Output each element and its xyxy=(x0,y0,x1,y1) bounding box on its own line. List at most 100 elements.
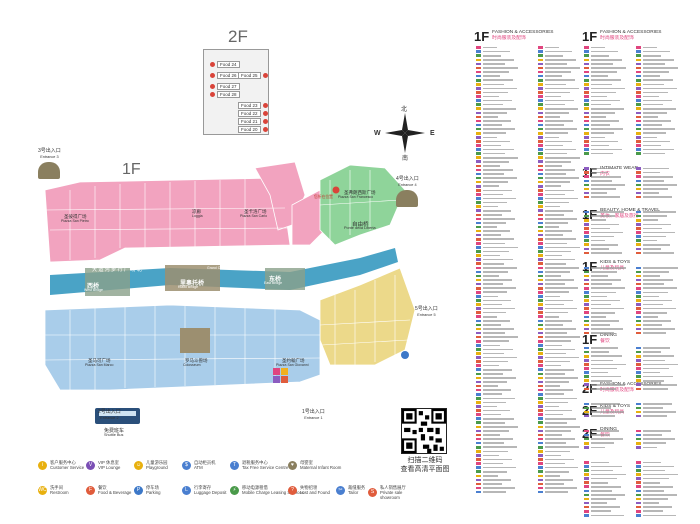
directory-row xyxy=(584,282,664,286)
food-unit[interactable]: Food 21 xyxy=(238,117,268,125)
directory-row xyxy=(538,83,618,86)
directory-row xyxy=(538,339,618,343)
directory-row xyxy=(538,274,618,278)
directory-row xyxy=(476,331,556,335)
directory-row xyxy=(636,58,700,62)
directory-row xyxy=(538,445,618,449)
entrance-4[interactable]: 4号出入口 Entrance 4 xyxy=(396,176,419,207)
floor-2f-inset[interactable]: Food 24 Food 26 Food 27 Food 28 Food 25 … xyxy=(203,49,269,135)
grand-canal xyxy=(50,248,398,295)
directory-row xyxy=(636,91,700,94)
food-unit[interactable]: Food 25 xyxy=(238,71,268,79)
directory-row xyxy=(584,127,664,131)
entrance-3[interactable]: 3号出入口 Entrance 3 xyxy=(38,148,61,179)
food-unit[interactable]: Food 26 xyxy=(210,71,240,79)
directory-row xyxy=(538,58,618,62)
directory-row xyxy=(538,180,618,184)
directory-row xyxy=(538,478,618,482)
directory-row xyxy=(636,286,700,290)
compass-west: W xyxy=(374,130,381,137)
directory-row xyxy=(476,429,556,433)
food-icon xyxy=(210,91,215,97)
directory-row xyxy=(584,214,664,218)
directory-row xyxy=(584,74,664,78)
directory-row xyxy=(584,111,664,115)
label-canal-south: 大 运 河 步 行 广 场 南 xyxy=(92,298,142,304)
directory-row xyxy=(636,481,700,484)
directory-row xyxy=(538,425,618,429)
directory-row xyxy=(584,497,664,501)
directory-row xyxy=(584,131,664,135)
directory-row xyxy=(636,383,700,387)
directory-row xyxy=(584,191,664,195)
directory-row xyxy=(476,123,556,127)
directory-row xyxy=(584,91,664,94)
food-unit[interactable]: Food 27 xyxy=(210,82,240,90)
directory-row xyxy=(636,115,700,119)
directory-row xyxy=(476,156,556,159)
directory-row xyxy=(584,140,664,143)
directory-row xyxy=(538,168,618,172)
directory-row xyxy=(584,54,664,58)
directory-row xyxy=(476,409,556,412)
west-bridge[interactable] xyxy=(85,268,130,296)
directory-row xyxy=(584,278,664,282)
directory-row xyxy=(584,327,664,331)
food-unit[interactable]: Food 24 xyxy=(210,60,240,68)
directory-row xyxy=(476,87,556,90)
directory-row xyxy=(538,156,618,159)
entrance-5[interactable]: 5号出入口 Entrance 5 xyxy=(415,306,438,317)
directory-row xyxy=(636,87,700,90)
colosseum[interactable] xyxy=(180,328,210,353)
directory-row xyxy=(584,514,664,517)
rialto-bridge[interactable] xyxy=(165,265,220,291)
gate-icon xyxy=(38,162,61,179)
food-unit[interactable]: Food 20 xyxy=(238,125,268,133)
food-unit[interactable]: Food 28 xyxy=(210,90,240,98)
directory-row xyxy=(538,441,618,445)
zone-fashion-east[interactable] xyxy=(319,164,406,246)
directory-row xyxy=(636,83,700,86)
directory-row xyxy=(636,62,700,66)
directory-row xyxy=(476,380,556,384)
directory-row xyxy=(476,111,556,115)
directory-row xyxy=(584,152,664,155)
directory-row xyxy=(636,179,700,183)
directory-row xyxy=(476,131,556,135)
entrance-2[interactable]: 2号出入口 Entrance 2 xyxy=(98,409,121,420)
directory-row xyxy=(636,223,700,226)
qr-code-icon[interactable] xyxy=(401,408,447,454)
directory-row xyxy=(636,493,700,497)
directory-row xyxy=(476,278,556,282)
you-are-here-icon xyxy=(332,186,340,194)
directory-row xyxy=(584,323,664,327)
directory-row xyxy=(584,383,664,387)
directory-row xyxy=(476,46,556,49)
food-unit[interactable]: Food 22 xyxy=(238,109,268,117)
entrance-1[interactable]: 1号出入口 Entrance 1 xyxy=(302,409,325,420)
mall-floor-map[interactable] xyxy=(30,150,430,440)
directory-list xyxy=(636,46,700,518)
directory-row xyxy=(538,437,618,441)
label-shuttle: 免费班车 xyxy=(104,428,125,434)
directory-row xyxy=(538,397,618,400)
zone-fashion-west[interactable] xyxy=(44,161,326,263)
directory-row xyxy=(476,233,556,237)
directory-row xyxy=(636,433,700,437)
directory-row xyxy=(476,66,556,70)
directory-row xyxy=(636,243,700,247)
directory-row xyxy=(538,266,618,270)
directory-row xyxy=(636,266,700,270)
directory-row xyxy=(584,103,664,106)
directory-row xyxy=(584,291,664,294)
directory-list xyxy=(538,46,618,495)
directory-row xyxy=(476,327,556,331)
directory-list xyxy=(584,46,664,518)
zone-kids-beauty[interactable] xyxy=(319,267,416,366)
directory-row xyxy=(584,402,664,406)
directory-row xyxy=(584,195,664,199)
food-unit[interactable]: Food 23 xyxy=(238,101,268,109)
label-loggia: 凉廊 xyxy=(192,209,201,214)
east-bridge[interactable] xyxy=(265,268,305,290)
directory-row xyxy=(584,119,664,123)
